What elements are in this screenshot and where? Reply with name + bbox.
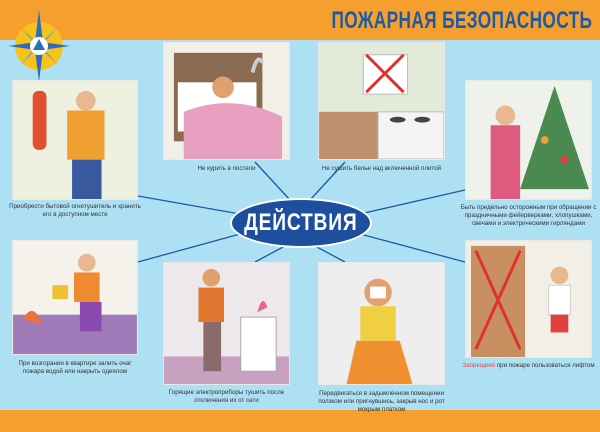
connector-line bbox=[254, 161, 291, 201]
illustration-unplug-heater bbox=[163, 262, 290, 385]
illustration-laundry-over-stove bbox=[318, 42, 445, 160]
caption-warning: Запрещено bbox=[462, 362, 496, 369]
connector-line bbox=[359, 189, 466, 215]
caption-laundry: Не сушить белье над включенной плитой bbox=[321, 165, 442, 172]
caption-fireworks: Быть предельно осторожным при обращении … bbox=[460, 204, 597, 227]
caption-elevator-text: при пожаре пользоваться лифтом bbox=[495, 362, 595, 369]
caption-extinguisher: Приобрести бытовой огнетушитель и хранит… bbox=[9, 203, 141, 218]
connector-line bbox=[359, 233, 466, 263]
connector-line bbox=[137, 195, 241, 215]
caption-electrical: Горящие электроприборы тушить после откл… bbox=[168, 389, 285, 404]
illustration-smoke bbox=[318, 262, 445, 385]
illustration-smoking-in-bed bbox=[163, 42, 290, 160]
footer-band bbox=[0, 410, 600, 432]
illustration-pouring-water bbox=[12, 240, 138, 355]
illustration-christmas-tree bbox=[465, 80, 592, 200]
connector-line bbox=[254, 245, 286, 263]
illustration-elevator bbox=[465, 240, 592, 358]
actions-label: ДЕЙСТВИЯ bbox=[244, 209, 358, 236]
emblem-star-icon bbox=[8, 10, 70, 82]
caption-elevator: Запрещено при пожаре пользоваться лифтом bbox=[460, 362, 597, 370]
connector-line bbox=[314, 245, 346, 263]
actions-ellipse: ДЕЙСТВИЯ bbox=[230, 198, 372, 248]
connector-line bbox=[309, 161, 346, 201]
illustration-extinguisher bbox=[12, 80, 138, 200]
page-title: ПОЖАРНАЯ БЕЗОПАСНОСТЬ bbox=[331, 7, 592, 34]
caption-water: При возгорании в квартире залить очаг по… bbox=[18, 360, 132, 375]
caption-smoking: Не курить в постели bbox=[197, 165, 256, 172]
header-band bbox=[0, 0, 600, 40]
connector-line bbox=[137, 233, 241, 263]
caption-smoke: Передвигаться в задымленном помещении по… bbox=[318, 390, 445, 413]
